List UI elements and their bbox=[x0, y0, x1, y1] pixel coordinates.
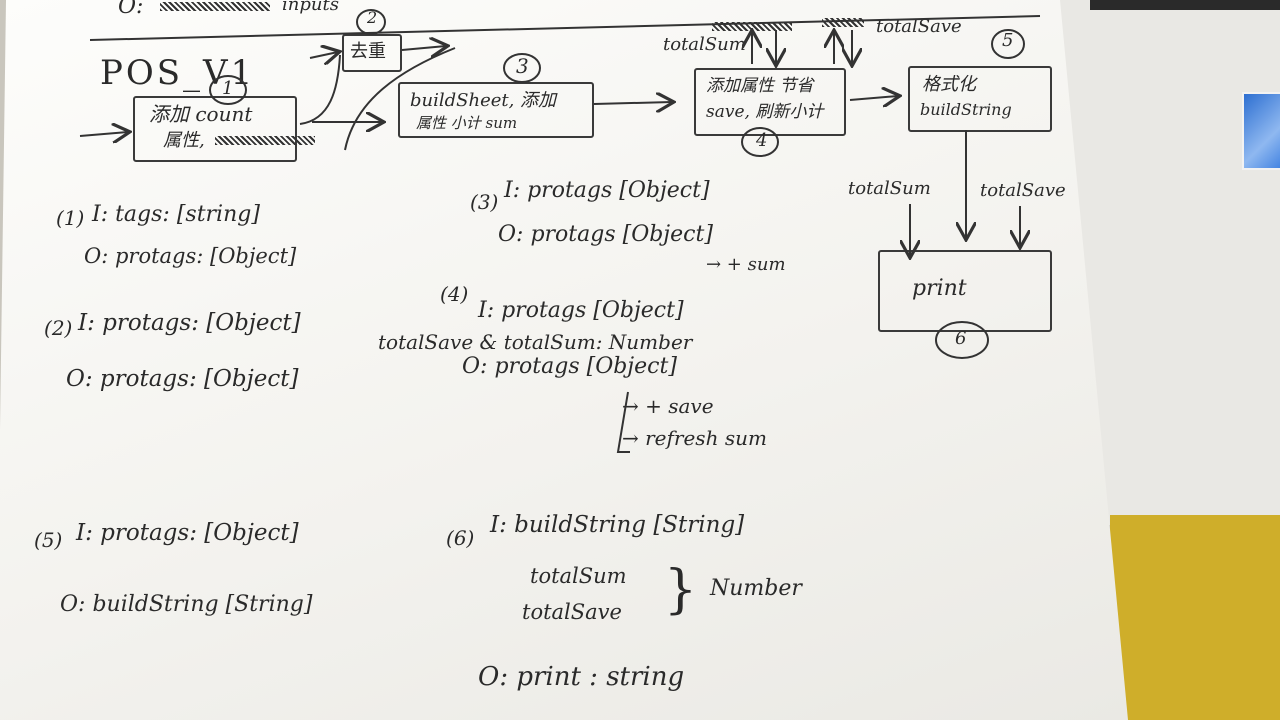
note-1-num-text: 1 bbox=[63, 206, 77, 230]
note-4-sub-1: → + save bbox=[622, 394, 714, 418]
box-1-line-1: 添加 count bbox=[149, 102, 253, 126]
strike-mark bbox=[712, 22, 792, 31]
box-1-line-2: 属性, bbox=[163, 130, 205, 151]
note-6-number: (6) bbox=[446, 526, 475, 550]
note-2-num-text: 2 bbox=[51, 316, 65, 340]
note-6-output: O: print : string bbox=[478, 662, 685, 692]
note-4-output: O: protags [Object] bbox=[462, 354, 677, 379]
note-3-num-text: 3 bbox=[477, 190, 491, 214]
box-4-line-1: 添加属性 节省 bbox=[706, 76, 814, 96]
process-box-5: 格式化 buildString bbox=[908, 66, 1052, 132]
note-1-input: I: tags: [string] bbox=[92, 202, 260, 227]
top-rule-line bbox=[89, 15, 1041, 41]
note-6-num-text: 6 bbox=[453, 526, 467, 550]
arrow-box4-box5 bbox=[849, 96, 898, 100]
arrow-box1-box2 bbox=[299, 54, 341, 125]
circle-num-4 bbox=[741, 127, 779, 157]
process-box-1: 添加 count 属性, bbox=[133, 96, 315, 162]
box-6-number: 6 bbox=[955, 328, 967, 349]
circle-num-2 bbox=[356, 9, 386, 35]
yellow-desk-surface bbox=[1110, 515, 1280, 720]
note-2-output: O: protags: [Object] bbox=[66, 366, 299, 392]
box-5-line-1: 格式化 bbox=[922, 74, 976, 95]
note-2-number: (2) bbox=[44, 316, 73, 340]
process-box-4: 添加属性 节省 save, 刷新小计 bbox=[694, 68, 846, 136]
note-4-number: (4) bbox=[440, 282, 469, 306]
note-4-input: I: protags [Object] bbox=[478, 298, 684, 323]
sticker-image bbox=[1242, 92, 1280, 170]
strike-mark bbox=[160, 2, 270, 11]
top-fragment-text: O: bbox=[118, 0, 144, 19]
note-3-number: (3) bbox=[470, 190, 499, 214]
arrow-into-box2 bbox=[309, 52, 338, 58]
note-5-num-text: 5 bbox=[41, 528, 55, 552]
box-3-line-2: 属性 小计 sum bbox=[416, 114, 518, 132]
note-6-type: Number bbox=[710, 576, 802, 601]
box-1-number: 1 bbox=[222, 78, 234, 99]
total-save-label-top: totalSave bbox=[876, 16, 962, 37]
note-6-input: I: buildString [String] bbox=[490, 512, 745, 538]
note-4-sub-2: → refresh sum bbox=[622, 426, 767, 450]
box-2-number: 2 bbox=[367, 8, 378, 27]
arrow-box2-out bbox=[401, 46, 446, 50]
box-4-line-2: save, 刷新小计 bbox=[706, 102, 824, 122]
note-5-number: (5) bbox=[34, 528, 63, 552]
circle-num-6 bbox=[935, 321, 989, 359]
box-2-label: 去重 bbox=[350, 41, 386, 62]
box-4-number: 4 bbox=[756, 130, 768, 151]
note-5-output: O: buildString [String] bbox=[60, 592, 313, 617]
total-sum-label-right: totalSum bbox=[848, 178, 931, 199]
strike-mark bbox=[822, 18, 864, 27]
circle-num-3 bbox=[503, 53, 541, 83]
process-box-6: print bbox=[878, 250, 1052, 332]
box-5-line-2: buildString bbox=[920, 100, 1012, 119]
box-3-line-1: buildSheet, 添加 bbox=[410, 90, 557, 111]
laptop-keyboard bbox=[1090, 0, 1280, 10]
box-3-number: 3 bbox=[516, 54, 529, 78]
note-6-total-sum: totalSum bbox=[530, 564, 627, 588]
top-fragment-right: inputs bbox=[282, 0, 339, 15]
brace-mark: } bbox=[664, 560, 698, 620]
note-5-input: I: protags: [Object] bbox=[76, 520, 299, 546]
arrow-box3-box4 bbox=[593, 102, 672, 104]
process-box-3: buildSheet, 添加 属性 小计 sum bbox=[398, 82, 594, 138]
total-sum-label-top: totalSum bbox=[663, 34, 746, 55]
arrow-curve-box3 bbox=[344, 47, 456, 151]
note-2-input: I: protags: [Object] bbox=[78, 310, 301, 336]
total-save-label-right: totalSave bbox=[980, 180, 1066, 201]
diagram-title: POS_V1 bbox=[100, 53, 256, 93]
box-5-number: 5 bbox=[1002, 30, 1014, 51]
note-3-input: I: protags [Object] bbox=[504, 178, 710, 203]
strike-mark bbox=[215, 136, 315, 145]
arrow-input-box1 bbox=[79, 132, 128, 136]
note-4-input-2: totalSave & totalSum: Number bbox=[378, 330, 693, 354]
note-1-output: O: protags: [Object] bbox=[84, 244, 297, 268]
box-6-label: print bbox=[912, 276, 967, 301]
note-4-num-text: 4 bbox=[447, 282, 461, 306]
note-6-total-save: totalSave bbox=[522, 600, 622, 624]
note-4-bracket bbox=[616, 391, 630, 453]
note-1-number: (1) bbox=[56, 206, 85, 230]
note-3-sub: → + sum bbox=[706, 254, 786, 275]
circle-num-1 bbox=[209, 75, 247, 105]
top-fragment: O: bbox=[118, 0, 143, 18]
note-3-output: O: protags [Object] bbox=[498, 222, 713, 247]
circle-num-5 bbox=[991, 29, 1025, 59]
